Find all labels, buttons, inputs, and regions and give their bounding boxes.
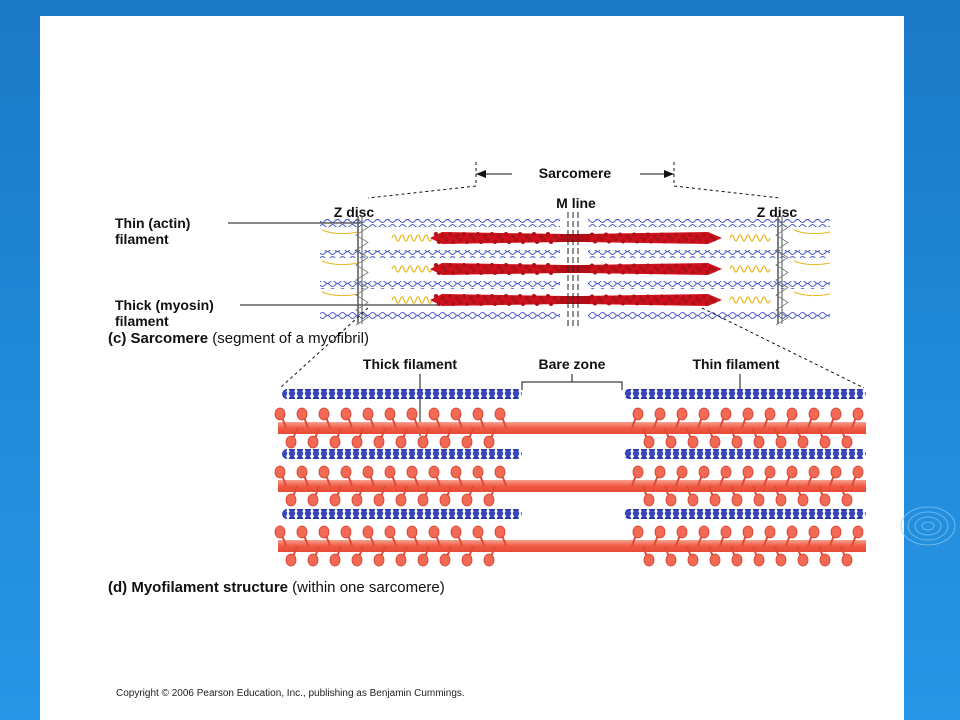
ripple-decoration	[900, 506, 956, 546]
titin-coil-left-1	[391, 234, 433, 242]
expansion-line-left	[279, 307, 369, 389]
z-disc-right-label: Z disc	[757, 204, 798, 220]
myofilament-structure	[274, 389, 866, 567]
titin-coil-left-2	[391, 265, 433, 273]
actin-bead-chain-left-3	[282, 509, 522, 519]
z-disc-left	[355, 216, 369, 326]
expansion-line-right	[701, 307, 865, 389]
sarcomere-figure: Sarcomere M line Z disc Z disc Thin (act…	[108, 162, 866, 699]
thin-filament-label-d: Thin filament	[692, 356, 779, 372]
sarcomere-structure	[320, 212, 831, 328]
strand-right-1	[793, 229, 831, 235]
myosin-filament-c-1	[430, 231, 722, 245]
sarcomere-label: Sarcomere	[539, 165, 612, 181]
thick-filament-label-d: Thick filament	[363, 356, 457, 372]
caption-d-bold: (d) Myofilament structure	[108, 579, 288, 596]
m-line-label: M line	[556, 195, 596, 211]
caption-c-rest: (segment of a myofibril)	[208, 330, 369, 347]
myosin-filament-c-2	[430, 262, 722, 276]
z-disc-left-label: Z disc	[334, 204, 375, 220]
actin-filament-right-3	[588, 281, 830, 289]
thin-filament-label-line2: filament	[115, 231, 169, 247]
strand-left-3	[321, 291, 359, 297]
myosin-filament-d-1	[274, 407, 866, 449]
copyright-text: Copyright © 2006 Pearson Education, Inc.…	[116, 688, 465, 699]
strand-right-3	[793, 291, 831, 297]
thick-filament-label-line2: filament	[115, 313, 169, 329]
panel-c-sarcomere: Sarcomere M line Z disc Z disc Thin (act…	[108, 162, 865, 389]
actin-bead-chain-right-1	[624, 389, 866, 399]
bare-zone-bracket	[521, 381, 623, 390]
caption-c: (c) Sarcomere (segment of a myofibril)	[108, 330, 369, 347]
actin-filament-left-1	[320, 219, 560, 227]
myosin-filament-c-3	[430, 293, 722, 307]
slide-canvas: Sarcomere M line Z disc Z disc Thin (act…	[40, 16, 904, 720]
actin-bead-chain-right-2	[624, 449, 866, 459]
caption-d: (d) Myofilament structure (within one sa…	[108, 579, 445, 596]
actin-bead-chain-right-3	[624, 509, 866, 519]
actin-filament-right-4	[588, 312, 830, 320]
strand-left-1	[321, 229, 359, 235]
actin-bead-chain-left-2	[282, 449, 522, 459]
myosin-filament-d-2	[274, 465, 866, 507]
titin-coil-right-2	[729, 265, 771, 273]
thick-filament-label-line1: Thick (myosin)	[115, 297, 214, 313]
titin-coil-right-1	[729, 234, 771, 242]
panel-d-myofilament: Thick filament Bare zone Thin filament (…	[108, 356, 866, 596]
caption-d-rest: (within one sarcomere)	[288, 579, 445, 596]
actin-filament-right-1	[588, 219, 830, 227]
strand-left-2	[321, 260, 359, 266]
titin-coil-left-3	[391, 296, 433, 304]
z-disc-right	[775, 216, 789, 326]
caption-c-bold: (c) Sarcomere	[108, 330, 208, 347]
actin-filament-right-2	[588, 250, 830, 258]
actin-bead-chain-left-1	[282, 389, 522, 399]
myosin-filament-d-3	[274, 525, 866, 567]
actin-filament-left-4	[320, 312, 560, 320]
titin-coil-right-3	[729, 296, 771, 304]
sarcomere-bracket	[367, 162, 781, 199]
thin-filament-label-line1: Thin (actin)	[115, 215, 190, 231]
strand-right-2	[793, 260, 831, 266]
bare-zone-label: Bare zone	[539, 356, 606, 372]
actin-filament-left-3	[320, 281, 560, 289]
actin-filament-left-2	[320, 250, 560, 258]
